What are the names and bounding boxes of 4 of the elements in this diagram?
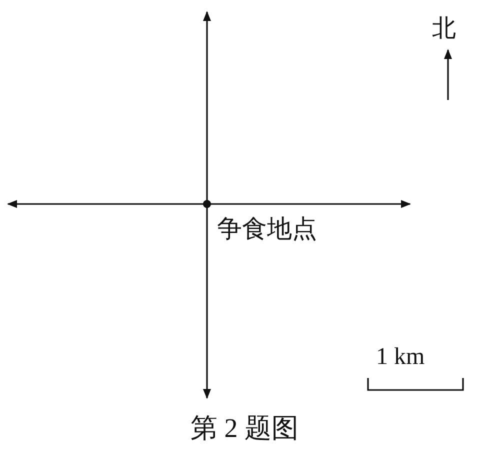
caption: 第 2 题图 xyxy=(190,412,300,445)
place-label: 争食地点 xyxy=(217,213,317,245)
north-label: 北 xyxy=(432,13,456,44)
scale-label: 1 km xyxy=(376,344,425,371)
